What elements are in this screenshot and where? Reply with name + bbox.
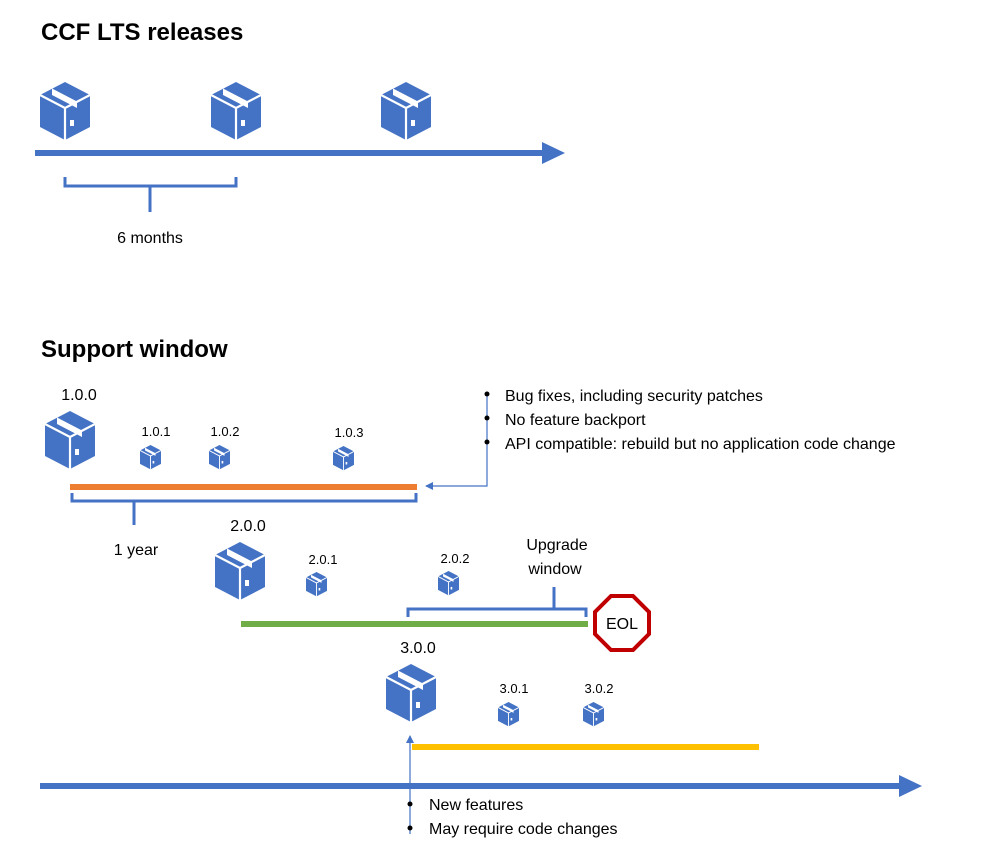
package-box-icon (209, 80, 263, 142)
major-note: New features (429, 797, 523, 814)
patch-notes-connector (425, 392, 488, 490)
upgrade-window-label: window (527, 561, 582, 578)
bullet (484, 415, 490, 421)
package-box-icon (213, 540, 267, 602)
patch-note: No feature backport (505, 412, 646, 429)
stop-sign-icon: EOL (593, 594, 651, 652)
lts-section-title: CCF LTS releases (41, 19, 243, 46)
one-year-bracket (70, 493, 418, 525)
lts-timeline-arrow (35, 142, 565, 164)
patch-version-2-0-2: 2.0.2 (441, 551, 470, 566)
bullet (484, 439, 490, 445)
upgrade-window-bracket (406, 587, 588, 617)
small-package-box-icon (582, 701, 605, 727)
small-package-box-icon (497, 701, 520, 727)
interval-label: 6 months (117, 230, 183, 247)
duration-label: 1 year (114, 542, 159, 559)
major-note: May require code changes (429, 821, 618, 838)
package-box-icon (38, 80, 92, 142)
small-package-box-icon (437, 570, 460, 596)
upgrade-window-label: Upgrade (526, 537, 587, 554)
patch-version-1-0-1: 1.0.1 (142, 424, 171, 439)
patch-version-3-0-1: 3.0.1 (500, 681, 529, 696)
release-version-1-0-0: 1.0.0 (61, 387, 97, 404)
six-month-bracket (63, 177, 238, 212)
support-section-title: Support window (41, 336, 228, 363)
eol-label: EOL (606, 616, 638, 633)
release-version-2-0-0: 2.0.0 (230, 518, 266, 535)
support-timeline-arrow (40, 775, 922, 797)
patch-version-2-0-1: 2.0.1 (309, 552, 338, 567)
package-box-icon (379, 80, 433, 142)
small-package-box-icon (305, 571, 328, 597)
patch-version-3-0-2: 3.0.2 (585, 681, 614, 696)
small-package-box-icon (139, 444, 162, 470)
bullet (407, 801, 413, 807)
package-box-icon (43, 409, 97, 471)
package-box-icon (384, 662, 438, 724)
patch-version-1-0-3: 1.0.3 (335, 425, 364, 440)
bullet (407, 825, 413, 831)
patch-version-1-0-2: 1.0.2 (211, 424, 240, 439)
patch-note: API compatible: rebuild but no applicati… (505, 436, 896, 453)
release-version-3-0-0: 3.0.0 (400, 640, 436, 657)
small-package-box-icon (208, 444, 231, 470)
bullet (484, 391, 490, 397)
small-package-box-icon (332, 445, 355, 471)
patch-note: Bug fixes, including security patches (505, 388, 763, 405)
